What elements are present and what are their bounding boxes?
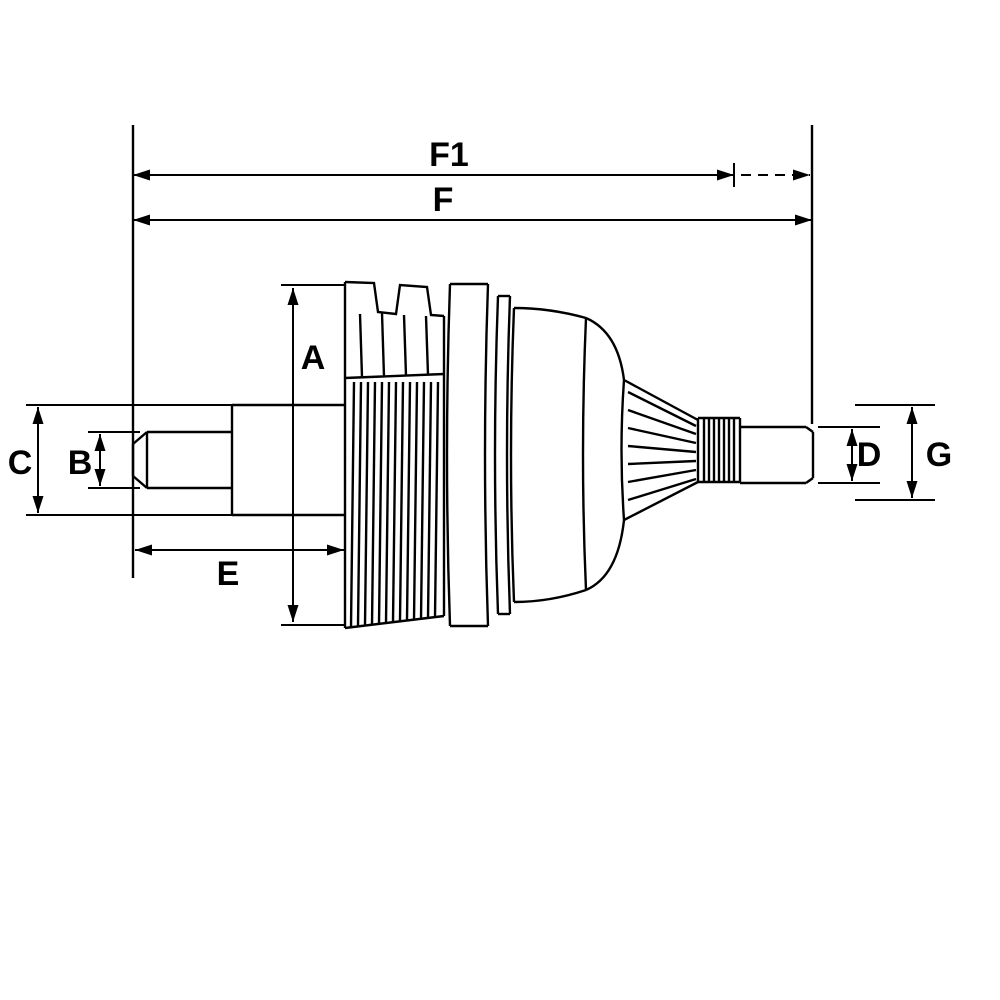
clutch-housing	[445, 282, 626, 628]
clutch-drum-left	[509, 307, 516, 603]
gear-top-teeth	[344, 280, 445, 318]
pinion-gear	[343, 280, 446, 630]
dimension-g: G	[855, 404, 952, 501]
drive-collar	[230, 403, 345, 517]
clutch-drum-right	[581, 317, 588, 591]
dimension-f1: F1	[133, 136, 810, 187]
dimension-b: B	[68, 431, 140, 489]
gear-teeth-hatch	[349, 381, 440, 628]
dimension-label-e: E	[217, 555, 240, 593]
spline-taper	[623, 378, 699, 522]
extension-lines	[131, 125, 814, 578]
clutch-drum-bottom	[513, 588, 587, 604]
dimension-label-d: D	[857, 436, 882, 474]
clutch-shoulder-top	[585, 316, 626, 381]
dimension-label-f: F	[433, 181, 454, 219]
dimension-label-a: A	[301, 339, 326, 377]
taper-spline-lines	[627, 390, 697, 502]
clutch-ring2-right	[505, 295, 512, 615]
dimension-d: D	[818, 426, 882, 484]
gear-bottom-edge	[344, 614, 445, 630]
clutch-ring2-left	[493, 295, 500, 615]
clutch-ring1-right	[483, 283, 490, 627]
dimension-label-b: B	[68, 444, 93, 482]
right-shaft-chamfer-top	[805, 426, 814, 433]
dimension-e: E	[135, 544, 344, 593]
shaft-tip-chamfer-top	[132, 431, 148, 445]
starter-drive-drawing	[131, 280, 815, 630]
clutch-shoulder-bottom	[585, 519, 626, 592]
dimension-c: C	[8, 404, 232, 516]
splined-collar-ribs	[702, 419, 736, 481]
taper-top-edge	[623, 378, 699, 422]
right-shaft	[740, 425, 815, 485]
clutch-ring1-left	[445, 283, 452, 627]
right-shaft-chamfer-bottom	[805, 477, 814, 484]
clutch-cone-base-edge	[620, 379, 626, 521]
clutch-drum-top	[513, 306, 587, 320]
dimension-label-c: C	[8, 444, 33, 482]
splined-collar	[696, 416, 742, 484]
dimension-label-f1: F1	[429, 136, 469, 174]
taper-bottom-edge	[623, 480, 699, 522]
dimension-f: F	[133, 181, 812, 226]
gear-tooth-flanks	[358, 312, 430, 378]
dimension-label-g: G	[926, 436, 952, 474]
shaft-tip-chamfer-bottom	[132, 475, 148, 489]
left-shaft	[131, 430, 232, 490]
dimension-a: A	[281, 284, 344, 626]
